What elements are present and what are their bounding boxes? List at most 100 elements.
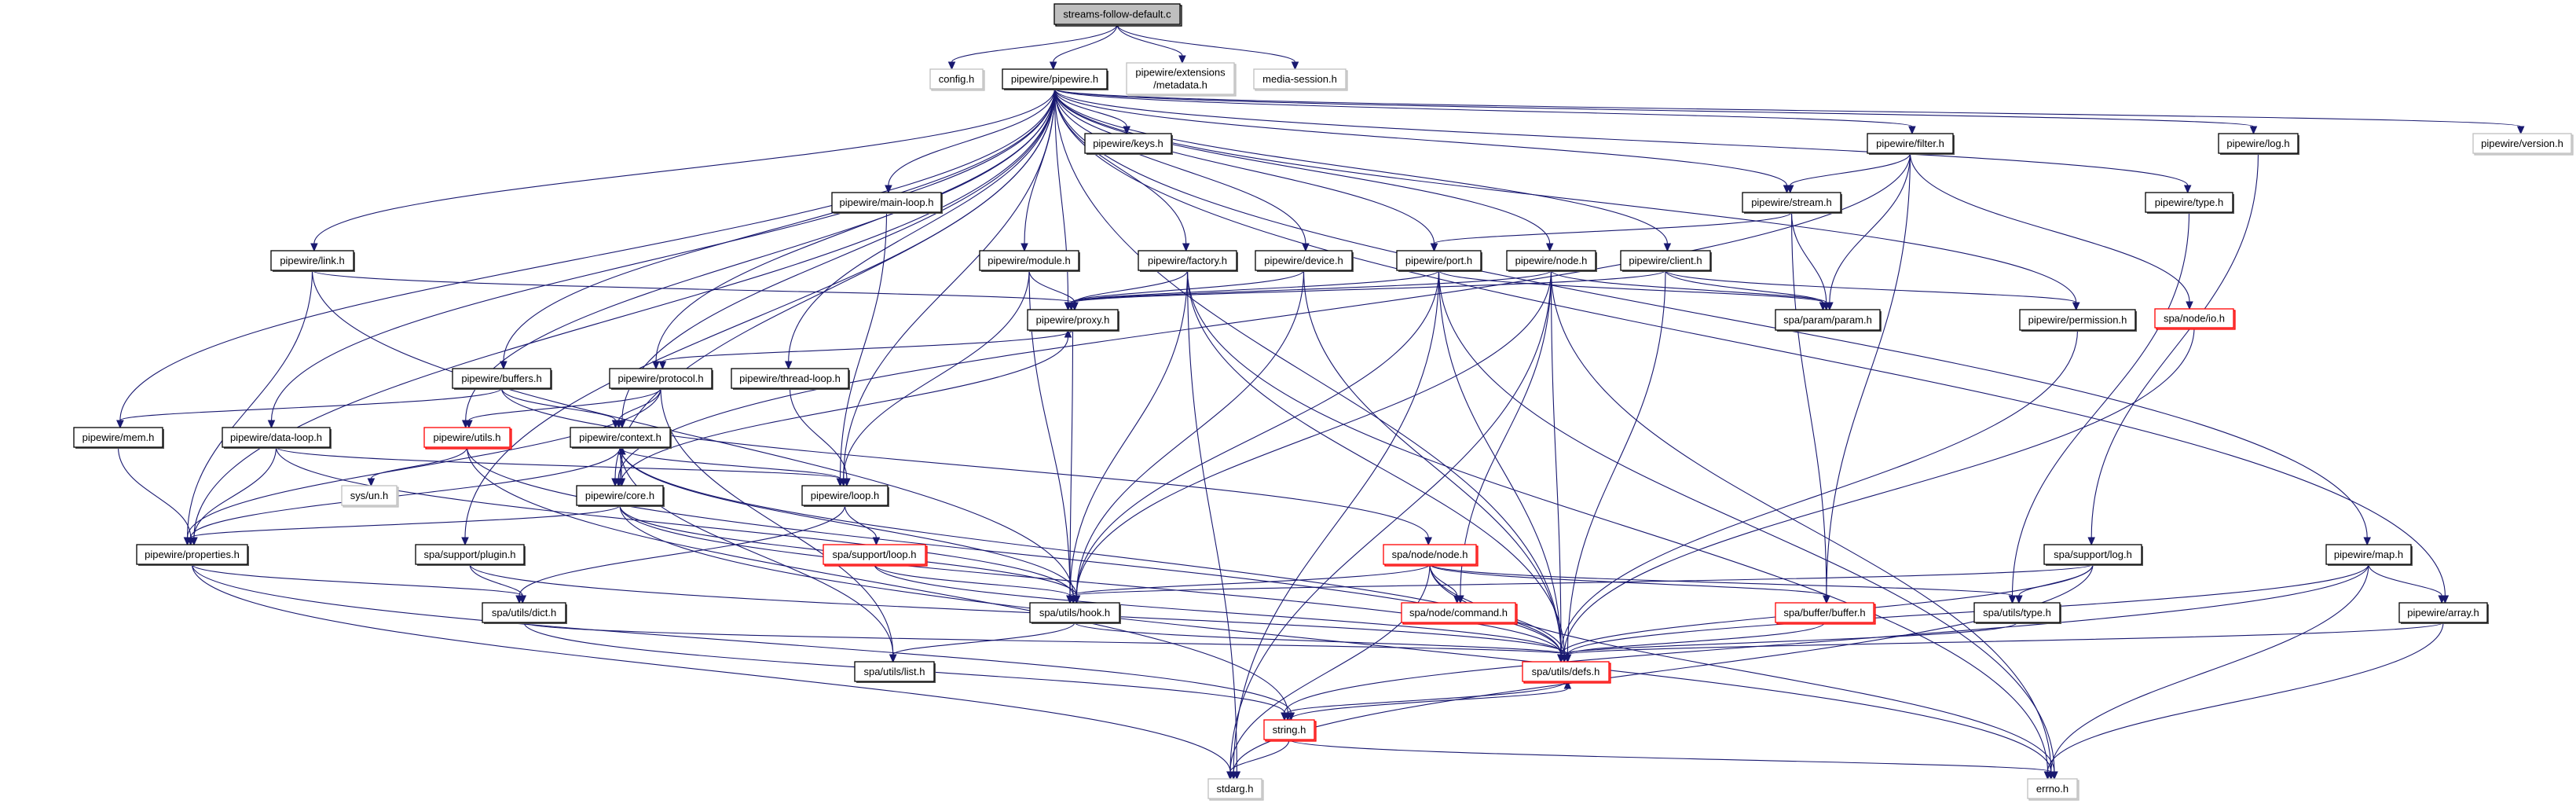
node-spa-node-command-h[interactable]: spa/node/command.h — [1401, 602, 1518, 625]
node-label: spa/utils/list.h — [863, 666, 925, 677]
arrowhead-icon — [836, 478, 845, 487]
node-pipewire-array-h[interactable]: pipewire/array.h — [2398, 602, 2489, 624]
arrowhead-icon — [1021, 243, 1028, 252]
node-label: spa/support/log.h — [2054, 549, 2132, 560]
edge-map-to-errno — [2047, 564, 2369, 780]
node-spa-utils-list-h[interactable]: spa/utils/list.h — [854, 661, 936, 683]
node-label: pipewire/type.h — [2155, 196, 2223, 208]
edge-line — [191, 564, 1231, 773]
node-pipewire-pipewire-h[interactable]: pipewire/pipewire.h — [1002, 68, 1108, 90]
node-pipewire-link-h[interactable]: pipewire/link.h — [270, 250, 355, 272]
edge-line — [1665, 270, 1824, 303]
node-box — [415, 544, 525, 565]
edge-line — [2018, 564, 2094, 597]
node-box — [1138, 250, 1237, 271]
edge-line — [951, 24, 1118, 63]
node-label: config.h — [939, 73, 975, 85]
node-pipewire-port-h[interactable]: pipewire/port.h — [1396, 250, 1482, 272]
edge-string-to-stdarg — [1226, 739, 1290, 780]
node-pipewire-context-h[interactable]: pipewire/context.h — [570, 427, 672, 449]
edge-line — [1053, 88, 2522, 127]
node-string-h[interactable]: string.h — [1263, 719, 1317, 742]
edge-line — [660, 387, 894, 655]
node-pipewire-permission-h[interactable]: pipewire/permission.h — [2019, 309, 2137, 332]
node-pipewire-thread-loop-h[interactable]: pipewire/thread-loop.h — [731, 368, 850, 390]
node-box — [1126, 62, 1235, 95]
node-spa-support-log-h[interactable]: spa/support/log.h — [2043, 544, 2143, 566]
edge-properties-to-dict — [191, 564, 526, 604]
edge-root-to-mediasession — [1116, 24, 1299, 71]
edge-line — [275, 446, 1074, 597]
node-box — [1401, 602, 1516, 623]
node-media-session-h: media-session.h — [1253, 68, 1348, 91]
edge-line — [2047, 622, 2444, 773]
node-spa-utils-type-h[interactable]: spa/utils/type.h — [1973, 602, 2061, 624]
node-pipewire-loop-h[interactable]: pipewire/loop.h — [801, 485, 889, 507]
edge-filter-to-param — [1826, 152, 1911, 311]
node-box — [270, 250, 354, 271]
arrowhead-icon — [1178, 55, 1186, 64]
node-spa-buffer-buffer-h[interactable]: spa/buffer/buffer.h — [1775, 602, 1876, 625]
arrowhead-icon — [461, 537, 469, 546]
node-label: pipewire/main-loop.h — [840, 196, 934, 208]
node-pipewire-log-h[interactable]: pipewire/log.h — [2218, 133, 2299, 155]
edge-line — [1053, 88, 2189, 186]
node-pipewire-properties-h[interactable]: pipewire/properties.h — [136, 544, 249, 566]
edge-loop-to-supportloop — [844, 505, 881, 546]
node-pipewire-filter-h[interactable]: pipewire/filter.h — [1867, 133, 1955, 155]
edge-plugin-to-dict — [469, 564, 526, 604]
edge-line — [843, 270, 1030, 479]
node-label: spa/support/plugin.h — [423, 549, 515, 560]
node-pipewire-device-h[interactable]: pipewire/device.h — [1255, 250, 1354, 272]
node-label: pipewire/port.h — [1405, 255, 1472, 266]
edge-line — [1560, 622, 2018, 655]
node-spa-support-plugin-h[interactable]: spa/support/plugin.h — [415, 544, 526, 566]
node-box — [1084, 133, 1172, 154]
node-spa-utils-dict-h[interactable]: spa/utils/dict.h — [482, 602, 567, 624]
edge-root-to-metadata — [1116, 24, 1186, 64]
node-spa-node-io-h[interactable]: spa/node/io.h — [2154, 308, 2236, 330]
edge-pipewire-to-buffers — [500, 88, 1056, 370]
node-pipewire-utils-h[interactable]: pipewire/utils.h — [423, 427, 512, 450]
edge-context-to-hook — [619, 446, 1081, 604]
edge-line — [190, 446, 621, 538]
node-spa-param-param-h[interactable]: spa/param/param.h — [1775, 309, 1882, 332]
node-pipewire-stream-h[interactable]: pipewire/stream.h — [1742, 192, 1842, 214]
node-pipewire-data-loop-h[interactable]: pipewire/data-loop.h — [222, 427, 332, 449]
node-pipewire-node-h[interactable]: pipewire/node.h — [1506, 250, 1597, 272]
node-box — [1775, 309, 1881, 331]
edge-loop-to-dict — [515, 505, 846, 604]
node-pipewire-map-h[interactable]: pipewire/map.h — [2325, 544, 2413, 566]
node-spa-support-loop-h[interactable]: spa/support/loop.h — [823, 544, 928, 567]
edge-pipewire-to-type — [1053, 88, 2192, 194]
node-pipewire-core-h[interactable]: pipewire/core.h — [576, 485, 665, 507]
node-label: spa/utils/defs.h — [1532, 666, 1600, 677]
node-spa-utils-hook-h[interactable]: spa/utils/hook.h — [1029, 602, 1121, 624]
node-pipewire-buffers-h[interactable]: pipewire/buffers.h — [452, 368, 552, 390]
arrowhead-icon — [2363, 537, 2371, 546]
node-pipewire-mem-h[interactable]: pipewire/mem.h — [73, 427, 164, 449]
node-spa-node-node-h[interactable]: spa/node/node.h — [1383, 544, 1479, 567]
node-pipewire-type-h[interactable]: pipewire/type.h — [2145, 192, 2234, 214]
edge-line — [619, 446, 894, 655]
edge-client-to-defs — [1563, 270, 1666, 663]
node-pipewire-main-loop-h[interactable]: pipewire/main-loop.h — [831, 192, 943, 214]
arrowhead-icon — [1424, 537, 1432, 546]
node-pipewire-protocol-h[interactable]: pipewire/protocol.h — [609, 368, 713, 390]
node-spa-utils-defs-h[interactable]: spa/utils/defs.h — [1522, 661, 1611, 684]
node-box — [1053, 3, 1181, 25]
edge-node-to-stdarg — [1226, 270, 1552, 780]
node-box — [73, 427, 163, 448]
edge-io-to-defs — [1560, 327, 2195, 663]
node-pipewire-factory-h[interactable]: pipewire/factory.h — [1138, 250, 1238, 272]
node-pipewire-keys-h[interactable]: pipewire/keys.h — [1084, 133, 1173, 155]
arrowhead-icon — [1064, 329, 1072, 338]
node-pipewire-module-h[interactable]: pipewire/module.h — [979, 250, 1080, 272]
edge-core-to-proxy — [619, 329, 1072, 486]
edge-pipewire-to-filter — [1053, 88, 1916, 135]
node-box — [136, 544, 248, 565]
node-box — [1263, 719, 1315, 740]
node-pipewire-proxy-h[interactable]: pipewire/proxy.h — [1027, 309, 1119, 332]
edge-line — [1438, 270, 2055, 773]
node-pipewire-client-h[interactable]: pipewire/client.h — [1620, 250, 1712, 272]
